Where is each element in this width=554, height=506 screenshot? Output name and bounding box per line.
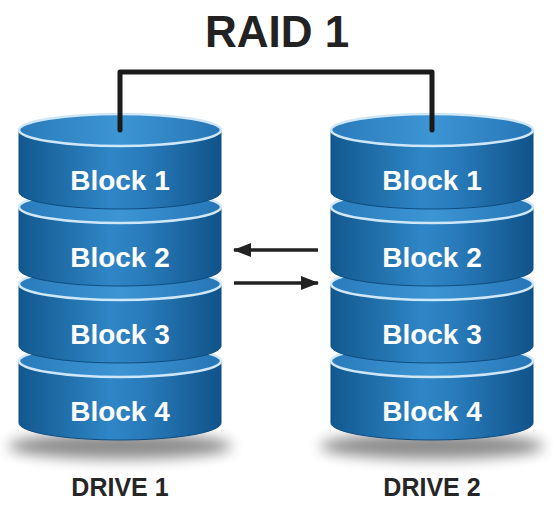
mirror-bracket: [120, 72, 432, 130]
segment-top: [331, 114, 533, 146]
segment-top: [331, 268, 533, 300]
block-label: Block 4: [18, 394, 222, 430]
segment-top: [19, 114, 221, 146]
block-label: Block 3: [330, 317, 534, 353]
drive-label: DRIVE 2: [310, 472, 554, 502]
block-label: Block 2: [330, 240, 534, 276]
drive-label: DRIVE 1: [0, 472, 242, 502]
block-segment: Block 1: [330, 113, 534, 209]
block-label: Block 1: [18, 163, 222, 199]
segment-top: [331, 191, 533, 223]
drive-cylinder: DRIVE 2Block 1Block 2Block 3Block 4: [330, 130, 534, 505]
block-label: Block 1: [330, 163, 534, 199]
block-label: Block 4: [330, 394, 534, 430]
sync-arrow: [234, 248, 318, 252]
segment-top: [19, 268, 221, 300]
block-segment: Block 1: [18, 113, 222, 209]
segment-top: [19, 345, 221, 377]
block-label: Block 2: [18, 240, 222, 276]
segment-top: [19, 191, 221, 223]
diagram-title: RAID 1: [0, 6, 554, 58]
segment-top: [331, 345, 533, 377]
block-label: Block 3: [18, 317, 222, 353]
drive-cylinder: DRIVE 1Block 1Block 2Block 3Block 4: [18, 130, 222, 505]
sync-arrow: [234, 281, 318, 285]
